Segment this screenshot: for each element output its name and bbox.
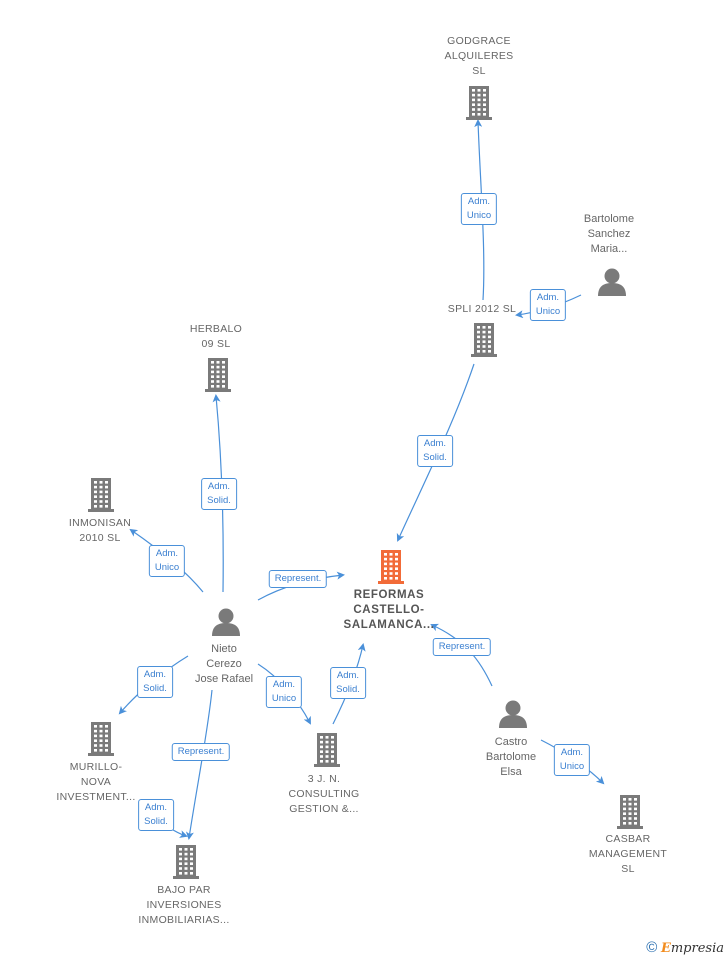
copyright-icon: © <box>646 939 658 956</box>
node-label-castro[interactable]: Castro Bartolome Elsa <box>485 736 537 778</box>
node-label-reformas[interactable]: REFORMAS CASTELLO- SALAMANCA... <box>343 589 435 631</box>
edge-label-nieto-bajopar-adm[interactable]: Adm. Solid. <box>138 799 174 831</box>
edge-label-nieto-murillo[interactable]: Adm. Solid. <box>137 666 173 698</box>
edge-label-castro-reformas[interactable]: Represent. <box>432 638 492 656</box>
node-label-bartolome[interactable]: Bartolome Sanchez Maria... <box>583 213 635 255</box>
edge-label-tresj-reformas[interactable]: Adm. Solid. <box>330 667 366 699</box>
node-label-godgrace[interactable]: GODGRACE ALQUILERES SL <box>444 35 514 77</box>
edge-label-castro-casbar[interactable]: Adm. Unico <box>553 744 591 776</box>
building-icon-reformas[interactable] <box>378 550 404 584</box>
node-label-spli[interactable]: SPLI 2012 SL <box>447 303 517 315</box>
node-label-herbalo[interactable]: HERBALO 09 SL <box>189 323 243 350</box>
node-label-nieto[interactable]: Nieto Cerezo Jose Rafael <box>194 643 254 685</box>
node-label-inmonisan[interactable]: INMONISAN 2010 SL <box>68 517 132 544</box>
edge-nieto-bajopar-rep <box>185 689 213 840</box>
building-icon-casbar[interactable] <box>617 795 643 829</box>
edge-label-nieto-inmonisan[interactable]: Adm. Unico <box>148 545 186 577</box>
person-icon-nieto[interactable] <box>212 608 240 637</box>
building-icon-herbalo[interactable] <box>205 358 231 392</box>
node-label-bajopar[interactable]: BAJO PAR INVERSIONES INMOBILIARIAS... <box>138 884 230 926</box>
brand-name: Empresia <box>660 941 724 956</box>
edge-label-nieto-tresj[interactable]: Adm. Unico <box>265 676 303 708</box>
node-label-tresj[interactable]: 3 J. N. CONSULTING GESTION &... <box>288 773 360 815</box>
person-icon-castro[interactable] <box>499 700 527 729</box>
edge-label-nieto-herbalo[interactable]: Adm. Solid. <box>201 478 237 510</box>
building-icon-godgrace[interactable] <box>466 86 492 120</box>
edge-label-spli-reformas[interactable]: Adm. Solid. <box>417 435 453 467</box>
edge-label-nieto-reformas[interactable]: Represent. <box>268 570 328 588</box>
person-icon-bartolome[interactable] <box>598 268 626 297</box>
building-icon-inmonisan[interactable] <box>88 478 114 512</box>
brand-footer: © Empresia <box>646 939 724 956</box>
node-label-casbar[interactable]: CASBAR MANAGEMENT SL <box>588 833 668 875</box>
building-icon-murillo[interactable] <box>88 722 114 756</box>
edge-label-spli-godgrace[interactable]: Adm. Unico <box>460 193 498 225</box>
building-icon-spli[interactable] <box>471 323 497 357</box>
building-icon-tresj[interactable] <box>314 733 340 767</box>
edge-label-bartolome-spli[interactable]: Adm. Unico <box>529 289 567 321</box>
building-icon-bajopar[interactable] <box>173 845 199 879</box>
edge-label-nieto-bajopar-rep[interactable]: Represent. <box>171 743 231 761</box>
node-label-murillo[interactable]: MURILLO- NOVA INVESTMENT... <box>56 761 136 803</box>
